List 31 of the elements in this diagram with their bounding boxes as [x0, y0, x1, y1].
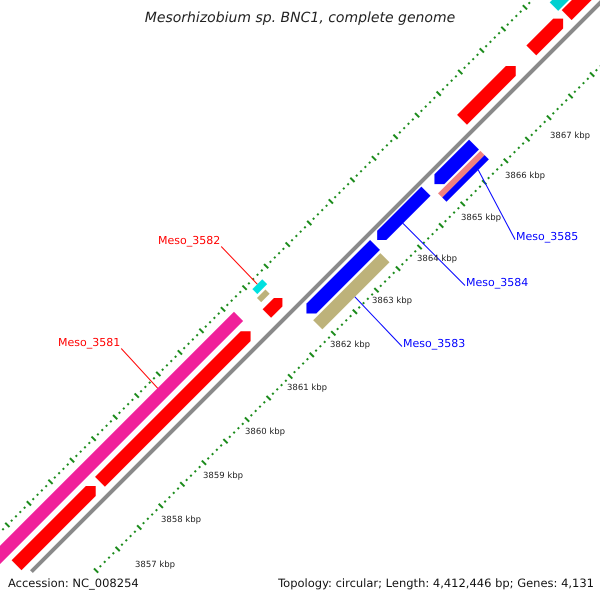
gene-bar [256, 289, 270, 302]
scale-label: 3863 kbp [372, 296, 412, 305]
gene-bar [252, 279, 268, 294]
gene-block [12, 486, 96, 570]
gene-block [262, 298, 282, 318]
scale-label: 3860 kbp [245, 428, 286, 436]
scale-label: 3865 kbp [461, 214, 502, 222]
scale-label: 3858 kbp [161, 516, 202, 524]
gene-label: Meso_3583 [403, 338, 466, 348]
leader-line [354, 296, 402, 347]
info-text: Topology: circular; Length: 4,412,446 bp; Genes: 4,131 [278, 578, 594, 590]
scale-label: 3866 kbp [505, 172, 546, 180]
gene-block [457, 66, 516, 125]
leader-line [220, 246, 258, 285]
info-text: Accession: NC_008254 [8, 578, 139, 590]
leader-line [402, 222, 466, 286]
gene-label: Meso_3584 [466, 276, 528, 288]
gene-label: Meso_3581 [58, 336, 120, 348]
map-title: Mesorhizobium sp. BNC1, complete genome [144, 11, 456, 25]
gene-label: Meso_3582 [158, 234, 220, 246]
gene-block [434, 140, 479, 184]
leader-line [120, 348, 158, 389]
scale-label: 3864 kbp [417, 254, 458, 263]
gene-label: Meso_3585 [516, 230, 578, 242]
scale-label: 3861 kbp [287, 384, 328, 392]
scale-label: 3857 kbp [135, 560, 176, 569]
gene-block [526, 18, 564, 56]
scale-label: 3862 kbp [330, 340, 370, 349]
scale-label: 3859 kbp [203, 472, 244, 480]
gene-block [377, 186, 431, 240]
scale-label: 3867 kbp [550, 132, 590, 140]
